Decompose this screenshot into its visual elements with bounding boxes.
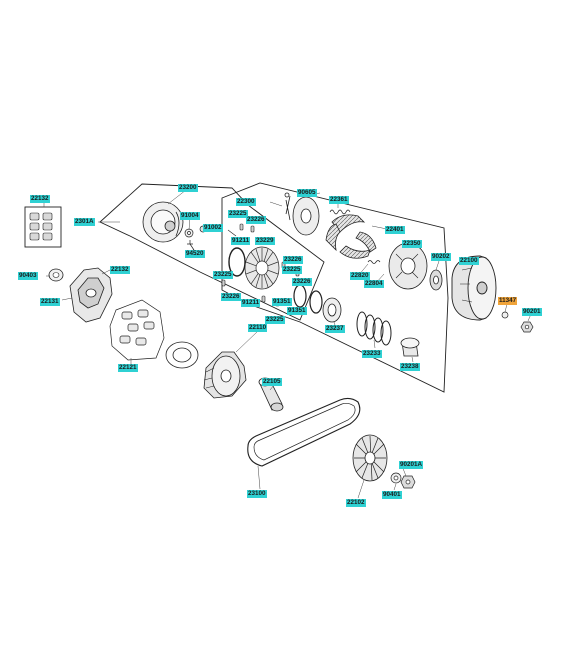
callout-23225d[interactable]: 23225 [265,316,285,324]
callout-22131[interactable]: 22131 [40,298,60,306]
clutch-plate-22300 [284,192,320,236]
callout-23226a[interactable]: 23226 [246,216,266,224]
spring-23233 [356,311,392,346]
washer-90403 [48,268,64,282]
clutch-shoes [325,214,377,259]
callout-22804[interactable]: 22804 [364,280,384,288]
collar-23237 [322,297,342,323]
callout-23229[interactable]: 23229 [255,237,275,245]
driven-plate-22350 [388,242,428,290]
callout-94520[interactable]: 94520 [185,250,205,258]
callout-91004[interactable]: 91004 [180,212,200,220]
roller-weights-22121 [109,299,165,361]
callout-22105[interactable]: 22105 [262,378,282,386]
callout-11347[interactable]: 11347 [498,297,518,305]
callout-91211a[interactable]: 91211 [231,237,251,245]
fan-22102 [352,434,388,482]
drive-face-22110 [165,341,247,399]
callout-22401[interactable]: 22401 [385,226,405,234]
callout-23225c[interactable]: 23225 [282,266,302,274]
callout-23200[interactable]: 23200 [178,184,198,192]
callout-90202[interactable]: 90202 [431,253,451,261]
clutch-bell-22100 [451,255,497,321]
callout-90401[interactable]: 90401 [382,491,402,499]
callout-22820[interactable]: 22820 [350,272,370,280]
spring-22361 [329,209,351,215]
drive-belt-23100 [247,397,361,467]
callout-22132b[interactable]: 22132 [110,266,130,274]
weight-set-box [24,206,62,248]
ramp-plate-22131 [69,267,113,323]
callout-91351b[interactable]: 91351 [287,307,307,315]
callout-22121[interactable]: 22121 [118,364,138,372]
callout-23226b[interactable]: 23226 [221,293,241,301]
pins-upper [227,223,255,237]
movable-sheave-23229 [244,246,280,290]
callout-91002[interactable]: 91002 [203,224,223,232]
callout-22132a[interactable]: 22132 [30,195,50,203]
callout-23237[interactable]: 23237 [325,325,345,333]
spring-22820 [367,260,381,264]
callout-91211b[interactable]: 91211 [241,299,261,307]
callout-22102[interactable]: 22102 [346,499,366,507]
callout-91351a[interactable]: 91351 [272,298,292,306]
bearing-90202 [429,269,443,291]
leader-lines [43,189,532,499]
callout-23225b[interactable]: 23225 [213,271,233,279]
callout-23233[interactable]: 23233 [362,350,382,358]
callout-23100[interactable]: 23100 [247,490,267,498]
callout-22300[interactable]: 22300 [236,198,256,206]
callout-90201A[interactable]: 90201A [399,461,424,469]
callout-90605[interactable]: 90605 [297,189,317,197]
o-ring-91211-upper [228,247,246,277]
callout-2301A[interactable]: 2301A [74,218,95,226]
callout-90201[interactable]: 90201 [522,308,542,316]
washer-nut-90401 [390,472,416,489]
seal-23238 [400,337,420,357]
callout-22100[interactable]: 22100 [459,257,479,265]
fixed-sheave-23200 [142,201,184,243]
callout-23226c[interactable]: 23226 [283,256,303,264]
callout-22361[interactable]: 22361 [329,196,349,204]
callout-22350[interactable]: 22350 [402,240,422,248]
callout-23238[interactable]: 23238 [400,363,420,371]
callout-90403[interactable]: 90403 [18,272,38,280]
callout-22110[interactable]: 22110 [248,324,268,332]
callout-23225a[interactable]: 23225 [228,210,248,218]
group-outline-drive-pulley [99,183,325,321]
callout-23226d[interactable]: 23226 [292,278,312,286]
